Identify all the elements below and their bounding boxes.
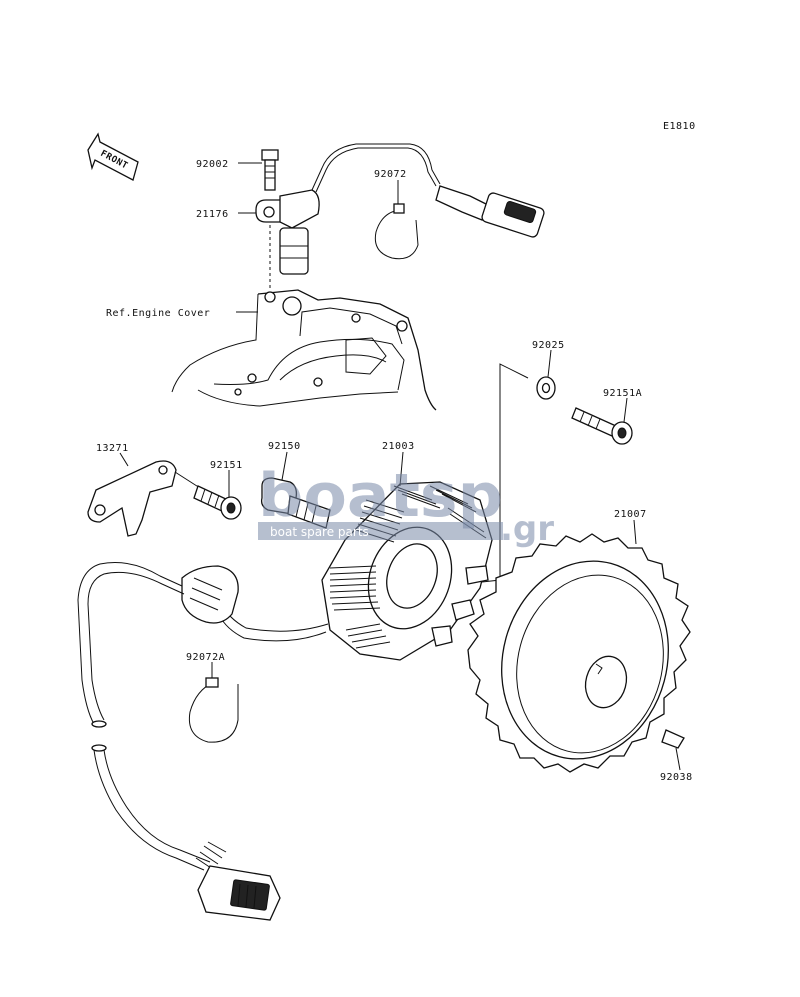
bolt-92150 [260,477,331,529]
leader-lines [119,162,681,771]
plate-13271 [87,460,201,537]
bolt-92151 [193,485,242,520]
label-ref-engine-cover: Ref.Engine Cover [106,308,210,319]
wire-harness [77,562,329,921]
front-arrow-icon: FRONT [87,132,139,181]
label-92072A: 92072A [186,652,225,663]
sensor-21176 [255,143,545,290]
label-92072: 92072 [374,169,407,180]
key-92038 [661,729,685,749]
clamp-92072A [188,677,239,743]
washer-92025 [536,376,556,400]
flywheel-21007 [467,533,691,773]
watermark-logo: boatsp .gr boat spare parts [258,461,554,549]
engine-cover [171,289,437,411]
label-21176: 21176 [196,209,229,220]
label-21007: 21007 [614,509,647,520]
label-92025: 92025 [532,340,565,351]
watermark-sub-band [258,522,503,540]
label-92038: 92038 [660,772,693,783]
label-92002: 92002 [196,159,229,170]
watermark-suffix: .gr [500,509,554,549]
label-92150: 92150 [268,441,301,452]
label-92151: 92151 [210,460,243,471]
diagram-code: E1810 [663,121,696,132]
clamp-92072 [374,203,419,260]
label-21003: 21003 [382,441,415,452]
label-92151A: 92151A [603,388,642,399]
bolt-92151A [571,407,633,445]
part-labels: 92002 21176 92072 Ref.Engine Cover 92025… [96,159,693,783]
label-13271: 13271 [96,443,129,454]
watermark-sub: boat spare parts [270,525,369,539]
watermark-main: boatsp [258,461,503,531]
